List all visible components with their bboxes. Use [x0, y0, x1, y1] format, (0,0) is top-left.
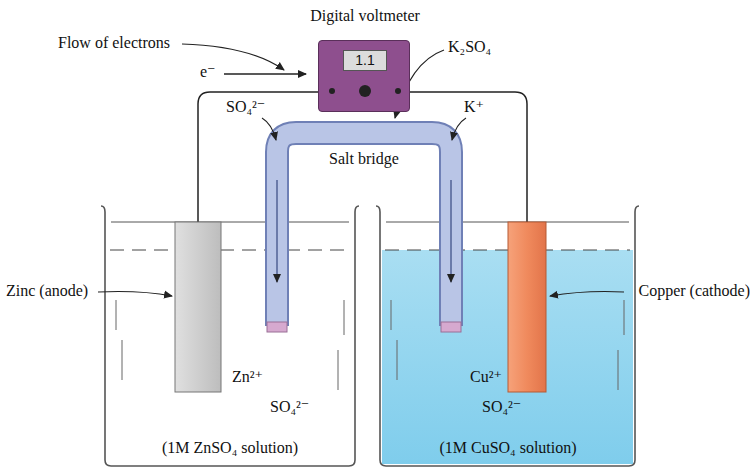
liquid-level: [110, 250, 350, 251]
beaker-node: Zn²⁺ SO₄²⁻ (1M ZnSO₄ solution): [105, 206, 355, 466]
leader-arrow: [550, 292, 624, 297]
meter-reading: 1.1: [355, 52, 374, 68]
beaker-rim: [111, 222, 349, 223]
beaker-node: Cu²⁺ SO₄²⁻ (1M CuSO₄ solution): [380, 206, 635, 466]
copper-electrode: [508, 222, 546, 392]
beaker-outline: [376, 206, 639, 466]
ion-label: Cu²⁺: [470, 368, 502, 386]
zinc-electrode: [175, 222, 221, 392]
salt-bridge-outline: [277, 133, 451, 326]
ion-label: SO₄²⁻: [270, 398, 309, 416]
ion-label: SO₄²⁻: [482, 398, 521, 416]
annotation: K⁺: [464, 98, 484, 116]
ion-label: Zn²⁺: [232, 368, 263, 386]
electrode-label: Zinc (anode): [6, 282, 88, 300]
meter-terminal: [395, 88, 401, 94]
instrument-label: Digital voltmeter: [310, 7, 420, 25]
solution-label: (1M ZnSO₄ solution): [162, 439, 298, 457]
annotation: e⁻: [200, 63, 216, 81]
solution-label: (1M CuSO₄ solution): [439, 439, 576, 457]
electrode-label: Copper (cathode): [638, 282, 750, 300]
ion-arrow: [450, 180, 451, 282]
leader-arrow: [262, 118, 276, 140]
leader-arrow: [182, 44, 284, 70]
wire: [198, 92, 318, 222]
ion-arrow: [276, 180, 277, 282]
zinc-solution: [107, 250, 353, 464]
part-label: Salt bridge: [329, 150, 399, 168]
annotation: K₂SO₄: [448, 38, 491, 56]
bridge-plug: [267, 322, 287, 332]
leader-arrow: [98, 292, 172, 297]
electron-arrow: [224, 73, 306, 74]
bridge-plug: [441, 322, 461, 332]
annotation: Flow of electrons: [58, 34, 170, 52]
annotation: SO₄²⁻: [226, 98, 265, 116]
wire: [410, 92, 527, 222]
voltmeter-box: Digital voltmeter1.1: [318, 40, 410, 112]
meter-terminal: [329, 88, 335, 94]
leader-arrow: [452, 118, 466, 140]
beaker-outline: [101, 206, 359, 466]
meter-terminal: [359, 85, 371, 97]
salt-bridge: [277, 133, 451, 327]
